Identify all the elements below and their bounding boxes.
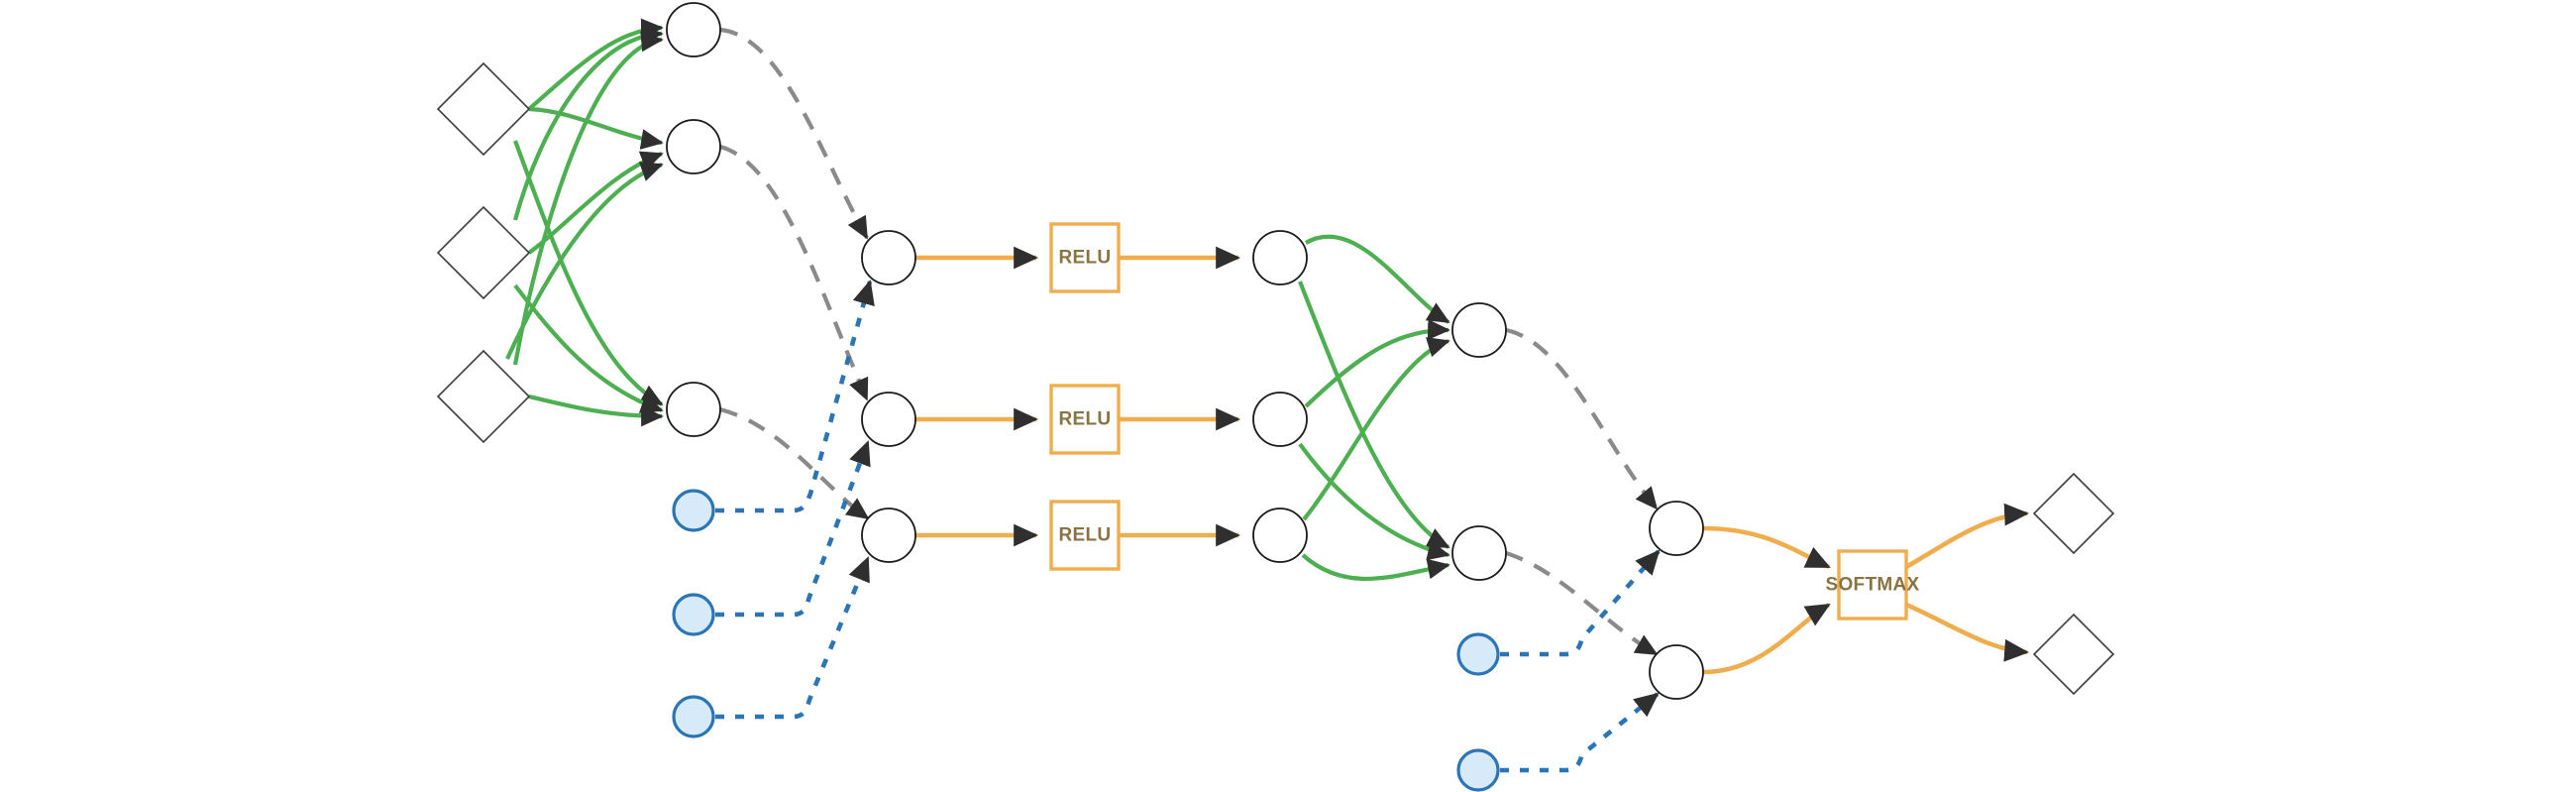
sum-edge (719, 406, 870, 520)
input-node[interactable] (436, 61, 531, 157)
weight-edge (1304, 319, 1450, 408)
hidden-layer-5-group (1649, 501, 1704, 700)
hidden-node[interactable] (1252, 392, 1308, 447)
sum-edge (719, 27, 869, 240)
weight-edge (513, 140, 664, 406)
sum-edge (719, 144, 869, 401)
op-label-softmax-1: SOFTMAX (1826, 575, 1920, 596)
sum-edge (1505, 327, 1659, 510)
bias-node-group-left (672, 489, 715, 738)
weight-edge (512, 24, 664, 221)
weight-edge (1304, 234, 1450, 324)
hidden-node[interactable] (1451, 525, 1507, 581)
edge-group-sums-left (719, 27, 870, 520)
op-label-relu-1: RELU (1059, 248, 1112, 269)
output-node[interactable] (2032, 472, 2115, 555)
weight-edge (1301, 553, 1450, 582)
hidden-layer-1-group (666, 2, 721, 437)
bias-node[interactable] (1456, 632, 1500, 676)
output-node-group (2032, 472, 2115, 696)
hidden-node[interactable] (1451, 302, 1507, 358)
edge-group-weights-right (1298, 234, 1450, 582)
hidden-layer-2-group (861, 230, 916, 563)
op-box-relu-2[interactable] (1049, 384, 1121, 455)
input-node[interactable] (436, 349, 531, 444)
bias-edge (715, 440, 871, 618)
weight-edge (1302, 337, 1450, 521)
weight-edge (528, 106, 664, 150)
bias-node[interactable] (672, 593, 715, 636)
bias-edge (715, 280, 875, 513)
hidden-node[interactable] (1649, 644, 1704, 700)
edge-group-weights-left (505, 18, 664, 427)
weight-edge (528, 394, 664, 427)
bias-edge (715, 556, 871, 720)
bias-edge (1500, 692, 1660, 773)
hidden-node[interactable] (1649, 501, 1704, 556)
edge-group-bias-right (1500, 549, 1661, 773)
weight-edge (527, 151, 664, 255)
op-box-softmax-1[interactable] (1837, 549, 1908, 621)
sum-edge (1505, 550, 1659, 656)
hidden-node[interactable] (861, 508, 916, 563)
bias-node[interactable] (672, 695, 715, 738)
bias-node[interactable] (672, 489, 715, 532)
hidden-layer-3-group (1252, 230, 1308, 563)
hidden-node[interactable] (666, 2, 721, 57)
hidden-layer-4-group (1451, 302, 1507, 581)
input-node-group (436, 61, 531, 444)
activation-edge (1702, 525, 1831, 570)
edge-group-bias-left (715, 280, 875, 720)
op-label-relu-2: RELU (1059, 409, 1112, 430)
op-box-relu-3[interactable] (1049, 500, 1121, 571)
weight-edge (512, 31, 664, 366)
edge-group-activations (915, 246, 2029, 675)
activation-edge (1905, 602, 2029, 662)
hidden-node[interactable] (1252, 508, 1308, 563)
bias-node-group-right (1456, 632, 1500, 792)
output-node[interactable] (2032, 613, 2115, 696)
activation-edge (1904, 503, 2029, 569)
hidden-node[interactable] (861, 230, 916, 285)
edge-group-sums-right (1505, 327, 1659, 656)
bias-edge (1500, 549, 1661, 657)
op-label-relu-3: RELU (1059, 525, 1112, 546)
activation-edge (1702, 603, 1831, 675)
hidden-node[interactable] (861, 392, 916, 447)
weight-edge (513, 283, 664, 413)
weight-edge (1298, 442, 1450, 561)
operation-box-group: RELU RELU RELU SOFTMAX (1049, 222, 1920, 621)
hidden-node[interactable] (666, 382, 721, 437)
hidden-node[interactable] (1252, 230, 1308, 285)
input-node[interactable] (436, 205, 531, 300)
bias-node[interactable] (1456, 748, 1500, 792)
hidden-node[interactable] (666, 119, 721, 174)
weight-edge (1298, 281, 1450, 549)
weight-edge (505, 162, 664, 360)
op-box-relu-1[interactable] (1049, 222, 1121, 293)
